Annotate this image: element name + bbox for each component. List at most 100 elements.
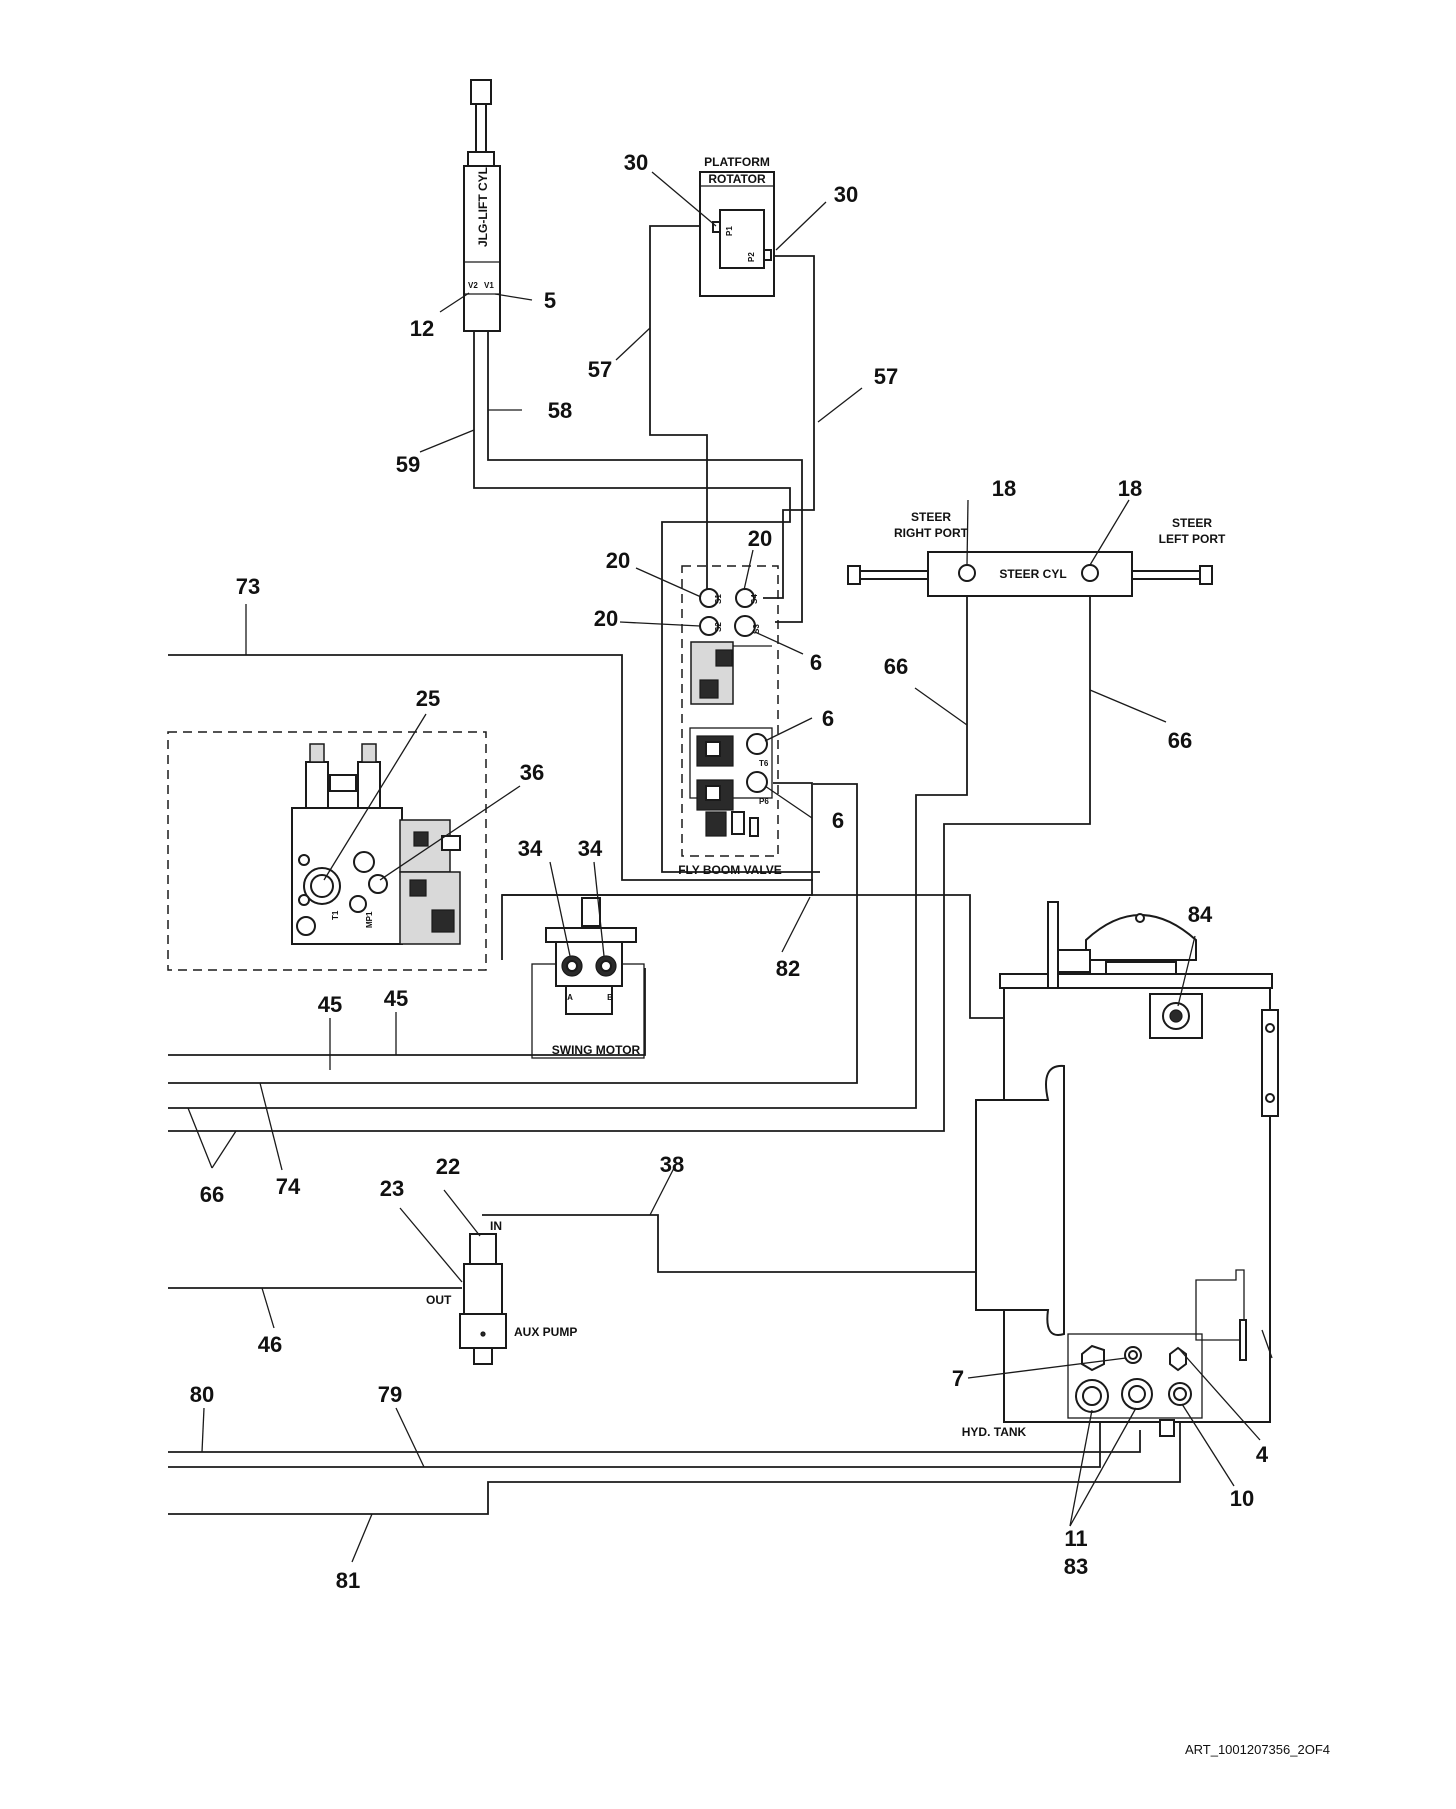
- lift-cyl-gland: [467, 151, 495, 167]
- callout-83: 83: [1064, 1554, 1088, 1579]
- callout-36: 36: [520, 760, 544, 785]
- callout-59: 59: [396, 452, 420, 477]
- svg-text:S4: S4: [750, 594, 759, 604]
- art-reference: ART_1001207356_2OF4: [1185, 1742, 1330, 1757]
- svg-text:S2: S2: [714, 622, 723, 632]
- steer-left-2: LEFT PORT: [1159, 532, 1226, 546]
- hose-lines: [168, 225, 1181, 1515]
- aux-pump-out: OUT: [426, 1293, 452, 1307]
- callout-58: 58: [548, 398, 572, 423]
- hose-82: [168, 783, 858, 1084]
- hose-45: [168, 968, 646, 1056]
- lift-cyl-v1: V1: [484, 281, 494, 290]
- hose-79: [168, 1412, 1101, 1468]
- valve-port-t6: [746, 733, 768, 755]
- callout-30-right: 30: [834, 182, 858, 207]
- hose-81: [168, 1420, 1181, 1515]
- callout-80: 80: [190, 1382, 214, 1407]
- callout-74: 74: [276, 1174, 301, 1199]
- callout-12: 12: [410, 316, 434, 341]
- hose-58: [487, 330, 803, 623]
- callout-20-top: 20: [748, 526, 772, 551]
- callout-10: 10: [1230, 1486, 1254, 1511]
- rotator-title-1: PLATFORM: [704, 155, 770, 169]
- callout-6-lower: 6: [832, 808, 844, 833]
- svg-text:S3: S3: [752, 624, 761, 634]
- callout-11: 11: [1064, 1526, 1087, 1551]
- fly-boom-valve: S1 S4 S2 S3 T6 P6 FLY BOOM VALVE: [678, 565, 782, 877]
- callout-81: 81: [336, 1568, 360, 1593]
- callout-66-steer-left: 66: [1168, 728, 1192, 753]
- swing-motor-label: SWING MOTOR: [552, 1043, 641, 1057]
- lift-cyl-v2: V2: [468, 281, 478, 290]
- callout-6-upper: 6: [810, 650, 822, 675]
- aux-pump: IN OUT AUX PUMP: [426, 1219, 577, 1365]
- hyd-tank-label: HYD. TANK: [962, 1425, 1027, 1439]
- callout-57-right: 57: [874, 364, 898, 389]
- fly-boom-valve-label: FLY BOOM VALVE: [678, 863, 782, 877]
- callout-18-right: 18: [1118, 476, 1142, 501]
- callout-34-right: 34: [578, 836, 603, 861]
- svg-text:A: A: [567, 993, 573, 1002]
- callout-66-steer-right: 66: [884, 654, 908, 679]
- svg-text:MP1: MP1: [365, 911, 374, 928]
- tank-bottom-manifold: [1067, 1333, 1203, 1419]
- platform-rotator: PLATFORM ROTATOR P1 P2: [699, 155, 775, 297]
- swing-motor: A B SWING MOTOR: [531, 897, 645, 1059]
- callout-30-left: 30: [624, 150, 648, 175]
- svg-text:T1: T1: [331, 910, 340, 920]
- valve-solenoid-2: [399, 871, 461, 945]
- steer-right-port: [958, 564, 976, 582]
- callout-6-middle: 6: [822, 706, 834, 731]
- lift-cyl-label: JLG-LIFT CYL: [476, 167, 490, 247]
- steer-right-1: STEER: [911, 510, 951, 524]
- tank-filler-dome: [1085, 914, 1197, 961]
- svg-text:S1: S1: [714, 594, 723, 604]
- callout-20-left-lower: 20: [594, 606, 618, 631]
- callout-45-right: 45: [384, 986, 408, 1011]
- svg-text:T6: T6: [759, 759, 769, 768]
- rotator-title-2: ROTATOR: [708, 172, 766, 186]
- callout-38: 38: [660, 1152, 684, 1177]
- rotator-p1: P1: [725, 226, 734, 236]
- lift-cyl-rod-top: [470, 79, 492, 105]
- callouts: 30 30 12 5 57 57 58 59 18 18 20 20 20 6 …: [190, 150, 1269, 1593]
- callout-82: 82: [776, 956, 800, 981]
- valve-port-s4: [735, 588, 755, 608]
- steer-left-port: [1081, 564, 1099, 582]
- aux-pump-in: IN: [490, 1219, 502, 1233]
- callout-34-left: 34: [518, 836, 543, 861]
- hose-66-right: [168, 574, 968, 1109]
- lift-cylinder: JLG-LIFT CYL V2 V1: [463, 79, 501, 332]
- aux-pump-label: AUX PUMP: [514, 1325, 577, 1339]
- callout-4: 4: [1256, 1442, 1269, 1467]
- tank-sight-gauge: [1261, 1009, 1279, 1117]
- callout-22: 22: [436, 1154, 460, 1179]
- hose-57-p2: [763, 255, 815, 599]
- rotator-block: [719, 209, 765, 269]
- hose-59: [473, 330, 820, 873]
- swing-motor-shaft: [581, 897, 601, 927]
- rotator-p2: P2: [747, 252, 756, 262]
- hose-66-left: [168, 574, 1091, 1132]
- callout-79: 79: [378, 1382, 402, 1407]
- callout-25: 25: [416, 686, 440, 711]
- steer-cylinder: STEER CYL STEER RIGHT PORT STEER LEFT PO…: [847, 510, 1226, 597]
- valve-port-s1: [699, 588, 719, 608]
- callout-18-left: 18: [992, 476, 1016, 501]
- valve-port-mp1: [349, 895, 367, 913]
- callout-45-left: 45: [318, 992, 342, 1017]
- steer-left-1: STEER: [1172, 516, 1212, 530]
- callout-73: 73: [236, 574, 260, 599]
- control-valve-assembly: T1 MP1: [167, 731, 487, 971]
- callout-23: 23: [380, 1176, 404, 1201]
- callout-57-left: 57: [588, 357, 612, 382]
- hose-73: [168, 654, 813, 881]
- leader-lines: [187, 171, 1261, 1563]
- callout-84: 84: [1188, 902, 1213, 927]
- callout-46: 46: [258, 1332, 282, 1357]
- steer-right-2: RIGHT PORT: [894, 526, 969, 540]
- svg-text:B: B: [607, 993, 613, 1002]
- lift-cyl-rod: [475, 103, 487, 153]
